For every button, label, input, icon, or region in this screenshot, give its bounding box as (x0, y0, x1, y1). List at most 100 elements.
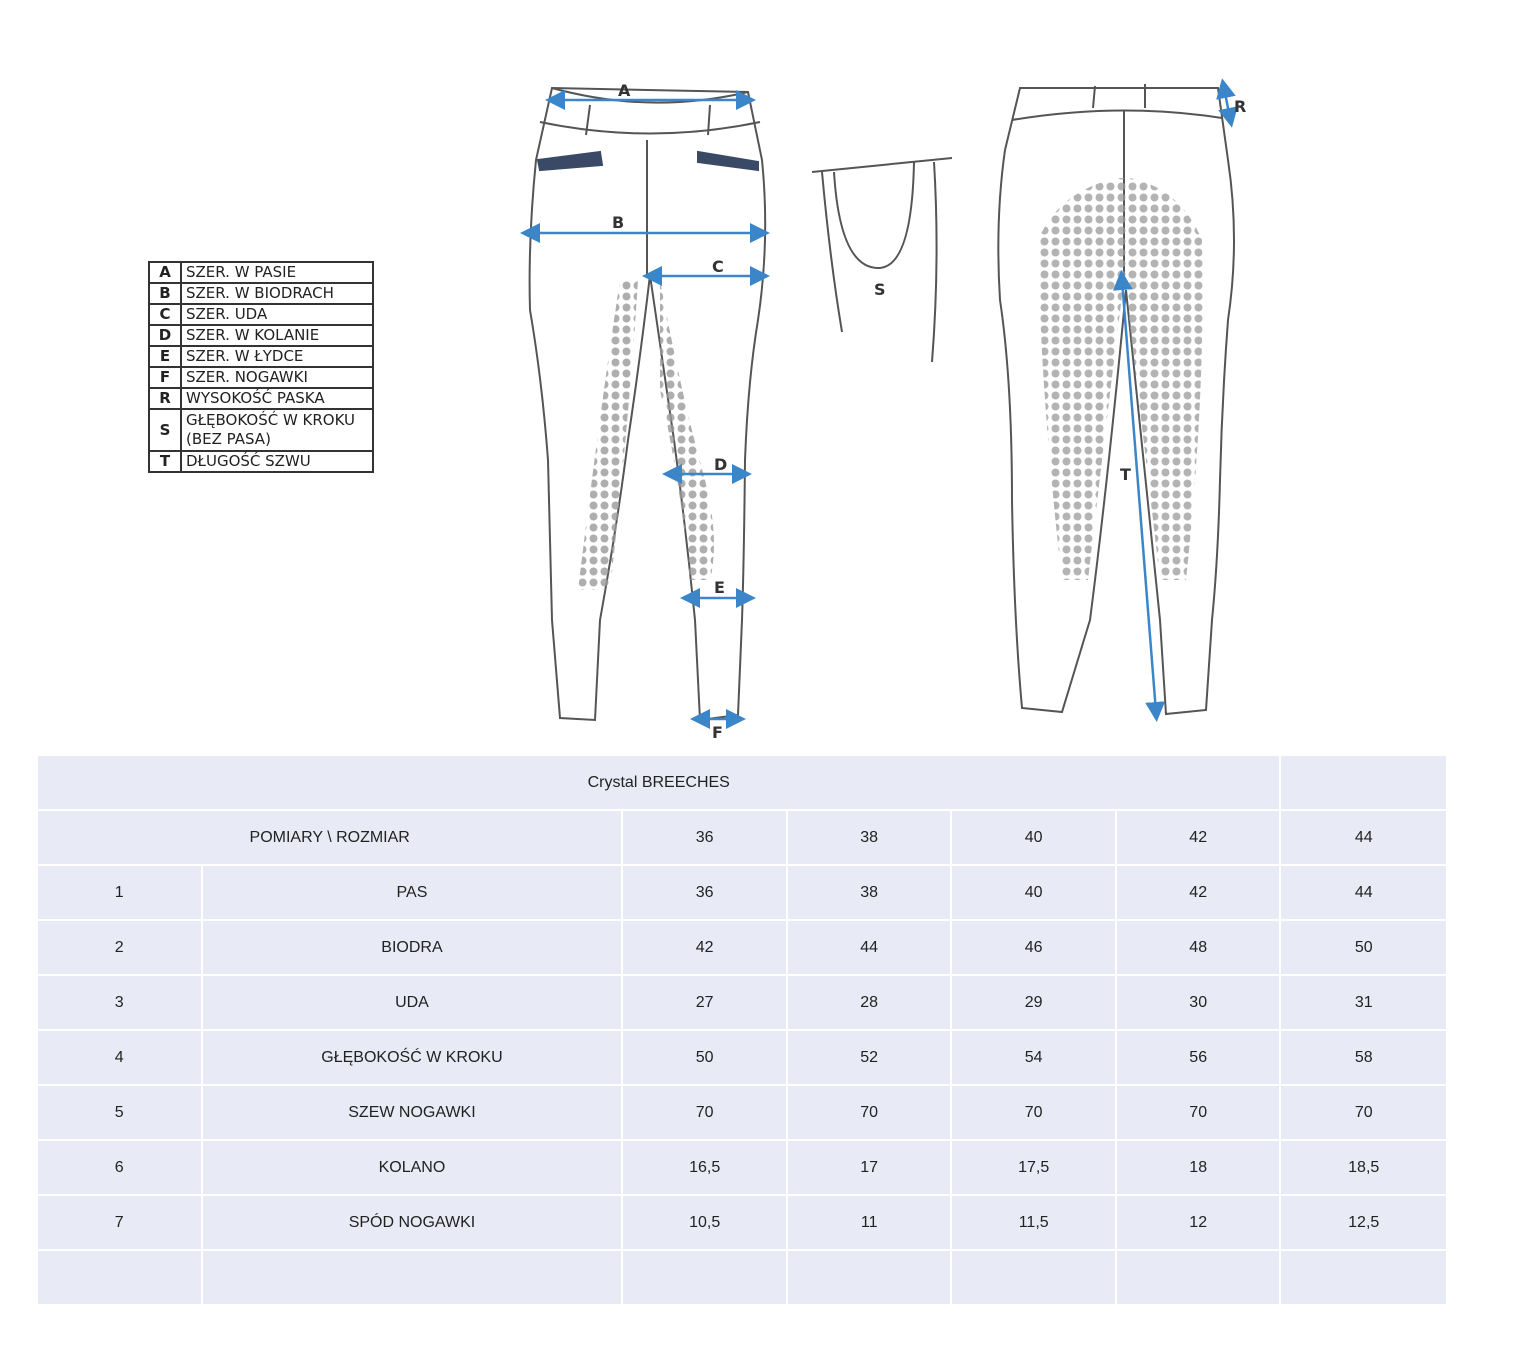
table-cell: 36 (623, 866, 788, 921)
table-row: 1 PAS 36 38 40 42 44 (38, 866, 1446, 921)
table-row: 6 KOLANO 16,5 17 17,5 18 18,5 (38, 1141, 1446, 1196)
table-row: 5 SZEW NOGAWKI 70 70 70 70 70 (38, 1086, 1446, 1141)
label-e: E (714, 578, 725, 597)
table-cell (623, 1251, 788, 1304)
table-cell: 56 (1116, 1031, 1282, 1086)
row-label: SPÓD NOGAWKI (202, 1196, 624, 1251)
label-a: A (618, 81, 631, 100)
header-label: POMIARY \ ROZMIAR (38, 811, 624, 866)
table-cell: 50 (623, 1031, 788, 1086)
table-cell: 31 (1281, 976, 1446, 1031)
table-cell: 18,5 (1281, 1141, 1446, 1196)
label-d: D (714, 455, 727, 474)
table-cell (1116, 1251, 1282, 1304)
table-cell: 50 (1281, 921, 1446, 976)
row-number: 7 (38, 1196, 203, 1251)
table-row: 3 UDA 27 28 29 30 31 (38, 976, 1446, 1031)
legend-key: B (148, 282, 182, 305)
table-cell: 12 (1116, 1196, 1282, 1251)
table-cell: 11 (787, 1196, 953, 1251)
table-cell (202, 1251, 624, 1304)
table-cell: 40 (952, 866, 1117, 921)
legend-label: SZER. W ŁYDCE (180, 345, 374, 368)
table-cell: 70 (1281, 1086, 1446, 1141)
row-number: 1 (38, 866, 203, 921)
front-grip-left (578, 280, 638, 590)
table-cell: 46 (952, 921, 1117, 976)
title-row: Crystal BREECHES (38, 756, 1446, 811)
table-cell: 18 (1116, 1141, 1282, 1196)
table-cell: 29 (952, 976, 1117, 1031)
table-row: 4 GŁĘBOKOŚĆ W KROKU 50 52 54 56 58 (38, 1031, 1446, 1086)
table-cell: 17,5 (952, 1141, 1117, 1196)
legend-label: GŁĘBOKOŚĆ W KROKU(BEZ PASA) (180, 408, 374, 452)
back-grip (1038, 178, 1203, 580)
size-header: 42 (1116, 811, 1282, 866)
table-cell: 42 (623, 921, 788, 976)
row-label: KOLANO (202, 1141, 624, 1196)
table-cell: 48 (1116, 921, 1282, 976)
table-row: 2 BIODRA 42 44 46 48 50 (38, 921, 1446, 976)
legend-key: D (148, 324, 182, 347)
legend-key: T (148, 450, 182, 473)
row-label: GŁĘBOKOŚĆ W KROKU (202, 1031, 624, 1086)
label-f: F (712, 723, 723, 742)
legend-label: SZER. W KOLANIE (180, 324, 374, 347)
label-r: R (1234, 97, 1246, 116)
legend-label: SZER. UDA (180, 303, 374, 326)
table-cell: 28 (787, 976, 953, 1031)
table-cell: 52 (787, 1031, 953, 1086)
row-label: BIODRA (202, 921, 624, 976)
table-cell (38, 1251, 203, 1304)
table-cell: 10,5 (623, 1196, 788, 1251)
legend-label: SZER. W BIODRACH (180, 282, 374, 305)
legend-label: SZER. W PASIE (180, 261, 374, 284)
legend-key: R (148, 387, 182, 410)
legend-key: E (148, 345, 182, 368)
table-cell: 27 (623, 976, 788, 1031)
table-cell: 38 (787, 866, 953, 921)
legend-label-line1: GŁĘBOKOŚĆ W KROKU (186, 411, 356, 429)
table-cell: 30 (1116, 976, 1282, 1031)
table-cell: 12,5 (1281, 1196, 1446, 1251)
table-cell: 58 (1281, 1031, 1446, 1086)
label-b: B (612, 213, 624, 232)
size-header: 38 (787, 811, 953, 866)
table-row: 7 SPÓD NOGAWKI 10,5 11 11,5 12 12,5 (38, 1196, 1446, 1251)
row-label: SZEW NOGAWKI (202, 1086, 624, 1141)
legend-label-line2: (BEZ PASA) (186, 430, 271, 448)
table-cell: 54 (952, 1031, 1117, 1086)
legend-label: WYSOKOŚĆ PASKA (180, 387, 374, 410)
front-grip-right (660, 280, 714, 580)
table-cell (952, 1251, 1117, 1304)
table-cell: 44 (1281, 866, 1446, 921)
size-header: 40 (952, 811, 1117, 866)
table-cell: 42 (1116, 866, 1282, 921)
size-header: 36 (623, 811, 788, 866)
size-table: Crystal BREECHES POMIARY \ ROZMIAR 36 38… (38, 756, 1446, 1304)
row-number: 2 (38, 921, 203, 976)
legend-label: SZER. NOGAWKI (180, 366, 374, 389)
row-number: 4 (38, 1031, 203, 1086)
table-cell: 44 (787, 921, 953, 976)
table-cell: 11,5 (952, 1196, 1117, 1251)
legend-label: DŁUGOŚĆ SZWU (180, 450, 374, 473)
row-label: PAS (202, 866, 624, 921)
row-label: UDA (202, 976, 624, 1031)
table-cell: 70 (787, 1086, 953, 1141)
legend-key: C (148, 303, 182, 326)
table-cell: 70 (623, 1086, 788, 1141)
table-cell (1281, 1251, 1446, 1304)
table-cell: 17 (787, 1141, 953, 1196)
label-c: C (712, 257, 724, 276)
row-number: 5 (38, 1086, 203, 1141)
